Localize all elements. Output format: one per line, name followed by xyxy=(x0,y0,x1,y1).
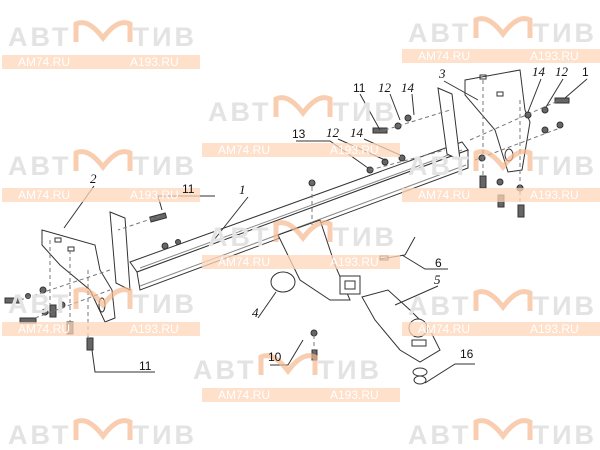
callout-part-14-top: 14 xyxy=(401,80,414,95)
callout-part-2: 2 xyxy=(90,171,97,186)
hitch-pin xyxy=(379,236,416,261)
callout-part-4: 4 xyxy=(252,305,259,320)
callout-part-10: 10 xyxy=(268,350,282,364)
callout-part-12-top: 12 xyxy=(378,80,391,95)
socket-plate xyxy=(270,271,296,293)
callout-part-1: 1 xyxy=(239,182,246,197)
callout-part-11-top: 11 xyxy=(353,81,366,95)
ball-mount xyxy=(361,289,441,385)
callout-part-11-left: 11 xyxy=(182,182,195,196)
main-beam xyxy=(109,87,469,291)
callout-part-1-right: 1 xyxy=(582,65,589,79)
callout-part-11-bottom: 11 xyxy=(139,359,152,373)
callout-part-12-right: 12 xyxy=(555,64,568,79)
callout-part-6: 6 xyxy=(435,256,442,270)
callout-part-5: 5 xyxy=(434,272,441,287)
callout-part-14-mid: 14 xyxy=(350,125,363,140)
callout-part-14-right: 14 xyxy=(532,64,545,79)
callout-part-3: 3 xyxy=(439,66,446,81)
callout-part-13: 13 xyxy=(292,127,306,141)
callout-part-16: 16 xyxy=(460,347,474,361)
callout-part-12-mid: 12 xyxy=(326,125,339,140)
